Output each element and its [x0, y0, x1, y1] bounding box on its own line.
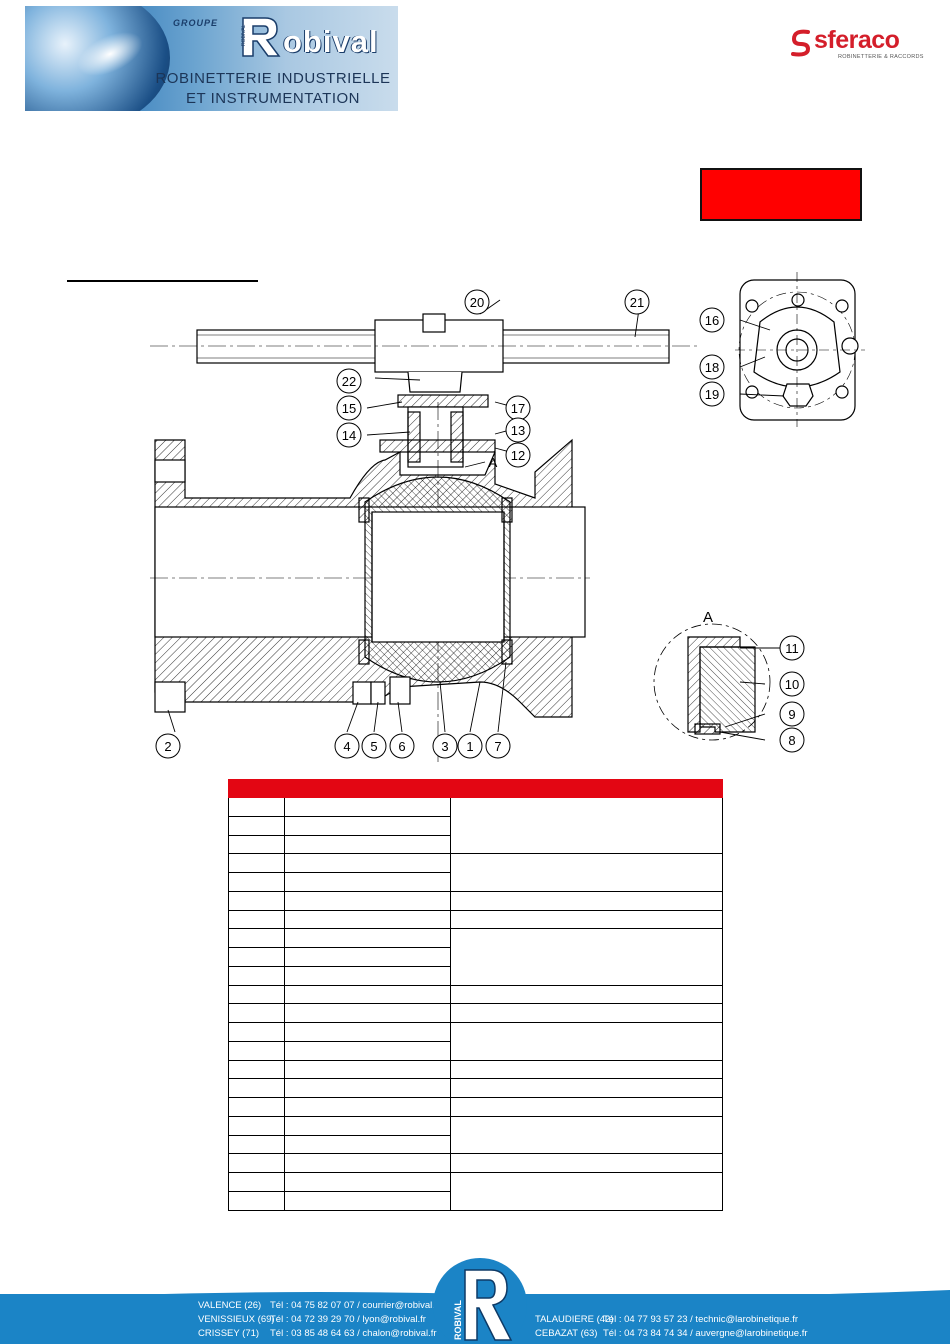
table-row [228, 853, 723, 892]
part-label-17: 17 [511, 401, 525, 416]
table-row [228, 1115, 723, 1155]
footer-logo-vertical-text: ROBIVAL [453, 1300, 463, 1340]
part-label-5: 5 [370, 739, 377, 754]
part-label-13: 13 [511, 423, 525, 438]
tagline-line2: ET INSTRUMENTATION [186, 90, 360, 107]
header-cell-item [228, 779, 285, 798]
footer-contact-venissieux: Tél : 04 72 39 29 70 / lyon@robival.fr [270, 1314, 426, 1325]
table-header-row [228, 779, 723, 798]
part-label-21: 21 [630, 295, 644, 310]
table-row [228, 1153, 723, 1173]
header-cell-designation [284, 779, 451, 798]
table-row [228, 1097, 723, 1117]
table-row [228, 1003, 723, 1023]
footer-city-cebazat: CEBAZAT (63) [535, 1328, 598, 1339]
footer-city-valence: VALENCE (26) [198, 1300, 262, 1311]
part-label-11: 11 [785, 641, 799, 656]
robival-r-logo-icon: ROBIVAL [241, 17, 281, 57]
valve-cross-section-drawing: 20 21 22 15 14 17 13 12 2 4 5 6 3 1 7 16… [150, 272, 865, 762]
robival-banner: GROUPE ROBIVAL obival ROBINETTERIE INDUS… [25, 6, 398, 111]
table-row [228, 796, 723, 855]
partner-name: sferaco [814, 26, 900, 54]
section-marker-a: A [489, 455, 498, 470]
part-label-4: 4 [343, 739, 350, 754]
section-heading-underline [67, 280, 258, 282]
part-label-16: 16 [705, 313, 719, 328]
part-label-15: 15 [342, 401, 356, 416]
footer-city-crissey: CRISSEY (71) [198, 1328, 260, 1339]
footer-city-venissieux: VENISSIEUX (69) [198, 1314, 275, 1325]
footer-city-talaudiere: TALAUDIERE (42) [535, 1314, 614, 1325]
part-label-3: 3 [441, 739, 448, 754]
footer-contact-valence: Tél : 04 75 82 07 07 / courrier@robival.… [270, 1300, 441, 1311]
sferaco-swirl-icon [791, 29, 811, 57]
header-cell-material [450, 779, 723, 798]
part-label-14: 14 [342, 428, 356, 443]
footer-contact-crissey: Tél : 03 85 48 64 63 / chalon@robival.fr [270, 1328, 437, 1339]
part-label-8: 8 [788, 733, 795, 748]
groupe-label: GROUPE [173, 18, 219, 28]
footer-contact-talaudiere: Tél : 04 77 93 57 23 / technic@larobinet… [603, 1314, 799, 1325]
brand-name: obival [283, 24, 379, 59]
footer-contact-cebazat: Tél : 04 73 84 74 34 / auvergne@larobine… [603, 1328, 808, 1339]
part-label-12: 12 [511, 448, 525, 463]
table-row [228, 1172, 723, 1211]
part-label-9: 9 [788, 707, 795, 722]
part-label-10: 10 [785, 677, 799, 692]
part-label-1: 1 [466, 739, 473, 754]
part-label-7: 7 [494, 739, 501, 754]
part-label-6: 6 [398, 739, 405, 754]
table-row [228, 1078, 723, 1098]
brand-vertical-text: ROBIVAL [241, 24, 247, 46]
table-row [228, 984, 723, 1005]
part-label-22: 22 [342, 374, 356, 389]
part-label-20: 20 [470, 295, 484, 310]
part-label-19: 19 [705, 387, 719, 402]
detail-a-title: A [703, 609, 713, 626]
table-row [228, 928, 723, 986]
robival-footer-logo: ROBIVAL [433, 1258, 527, 1344]
parts-table [228, 779, 723, 1211]
partner-subtitle: ROBINETTERIE & RACCORDS [838, 54, 924, 60]
table-row [228, 1190, 723, 1211]
part-label-18: 18 [705, 360, 719, 375]
part-label-2: 2 [164, 739, 171, 754]
sferaco-logo: sferaco ROBINETTERIE & RACCORDS [788, 26, 933, 64]
table-row [228, 890, 723, 911]
red-stamp-box [700, 168, 862, 221]
table-row [228, 1059, 723, 1080]
table-row [228, 1022, 723, 1061]
table-row [228, 909, 723, 930]
tagline-line1: ROBINETTERIE INDUSTRIELLE [155, 70, 391, 87]
